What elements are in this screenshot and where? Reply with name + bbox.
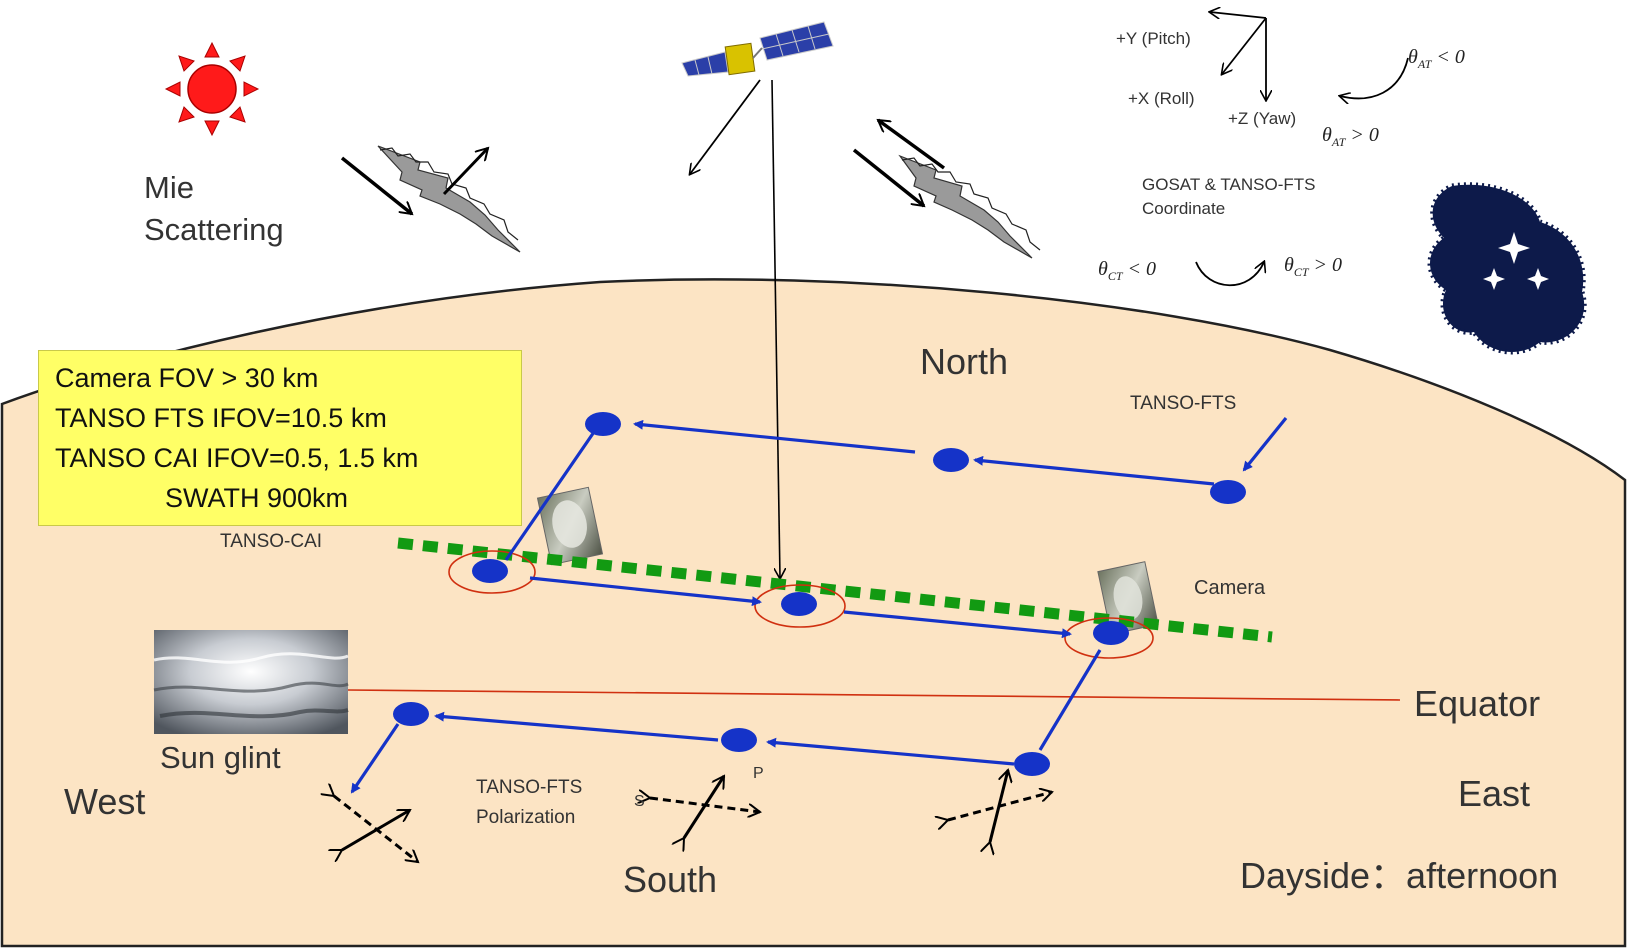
footprint-dot [585, 412, 621, 436]
sun-glint-photo [153, 630, 349, 734]
camera-label: Camera [1194, 577, 1266, 599]
scattered-light-arrow-left [442, 148, 488, 196]
star-field-icon [1427, 182, 1587, 355]
east-label: East [1458, 773, 1531, 814]
instrument-spec-box: Camera FOV > 30 km TANSO FTS IFOV=10.5 k… [38, 350, 522, 526]
mie-particle-icon [377, 145, 521, 253]
axis-roll-label: +X (Roll) [1128, 89, 1195, 108]
polarization-cross-icon [948, 770, 1052, 842]
theta-at-positive: θAT > 0 [1322, 124, 1379, 149]
footprint-ring [448, 550, 536, 594]
polarization-s-label: S [634, 793, 645, 810]
equator-line [347, 689, 1401, 701]
spec-line: Camera FOV > 30 km [55, 363, 319, 393]
south-label: South [623, 859, 718, 900]
west-label: West [64, 781, 146, 822]
footprint-dot [1210, 480, 1246, 504]
footprint-dot [1093, 621, 1129, 645]
footprint-dot [472, 559, 508, 583]
spec-line: SWATH 900km [165, 483, 349, 513]
polarization-p-label: P [753, 765, 764, 782]
camera-image-thumbnail [1097, 561, 1159, 635]
sun-glint-label: Sun glint [160, 740, 281, 775]
rotation-arrow-ct [1195, 262, 1264, 287]
axis-pitch-label: +Y (Pitch) [1116, 29, 1191, 48]
polarization-cross-icon [334, 796, 418, 862]
footprint-dot [781, 592, 817, 616]
rotation-arrow-at [1340, 57, 1409, 98]
spacecraft-axes [1210, 12, 1266, 100]
footprint-dot [933, 448, 969, 472]
mie-label: Scattering [144, 212, 284, 247]
polarization-label: TANSO-FTS [476, 777, 583, 798]
theta-ct-positive: θCT > 0 [1284, 254, 1343, 279]
theta-ct-negative: θCT < 0 [1098, 258, 1157, 283]
scattered-light-arrow-right [878, 118, 946, 170]
incident-light-arrow-right [852, 148, 924, 208]
satellite-nadir-line [771, 79, 780, 578]
polarization-cross-icon [650, 776, 760, 838]
spec-line: TANSO CAI IFOV=0.5, 1.5 km [55, 443, 419, 473]
spec-line: TANSO FTS IFOV=10.5 km [55, 403, 387, 433]
gosat-satellite-icon [681, 21, 834, 77]
north-label: North [920, 341, 1009, 382]
tanso-fts-label: TANSO-FTS [1130, 393, 1237, 414]
tanso-cai-swath-line [397, 537, 1273, 643]
incident-light-arrow-left [340, 156, 412, 216]
mie-particle-icon [898, 154, 1041, 259]
mie-label: Mie [144, 170, 194, 205]
equator-label: Equator [1414, 683, 1541, 724]
footprint-dot [393, 702, 429, 726]
footprint-dot [1014, 752, 1050, 776]
cai-image-thumbnail [536, 486, 604, 566]
dayside-label: Dayside：afternoon [1240, 855, 1559, 896]
coordinate-label: Coordinate [1142, 199, 1226, 218]
scan-track [350, 416, 1288, 794]
coordinate-label: GOSAT & TANSO-FTS [1142, 175, 1316, 194]
footprint-dot [721, 728, 757, 752]
polarization-label: Polarization [476, 807, 576, 828]
tanso-cai-label: TANSO-CAI [220, 531, 323, 552]
satellite-pointing-arrow [690, 79, 761, 174]
axis-yaw-label: +Z (Yaw) [1228, 109, 1297, 128]
sun-icon [164, 41, 260, 137]
theta-at-negative: θAT < 0 [1408, 46, 1465, 71]
